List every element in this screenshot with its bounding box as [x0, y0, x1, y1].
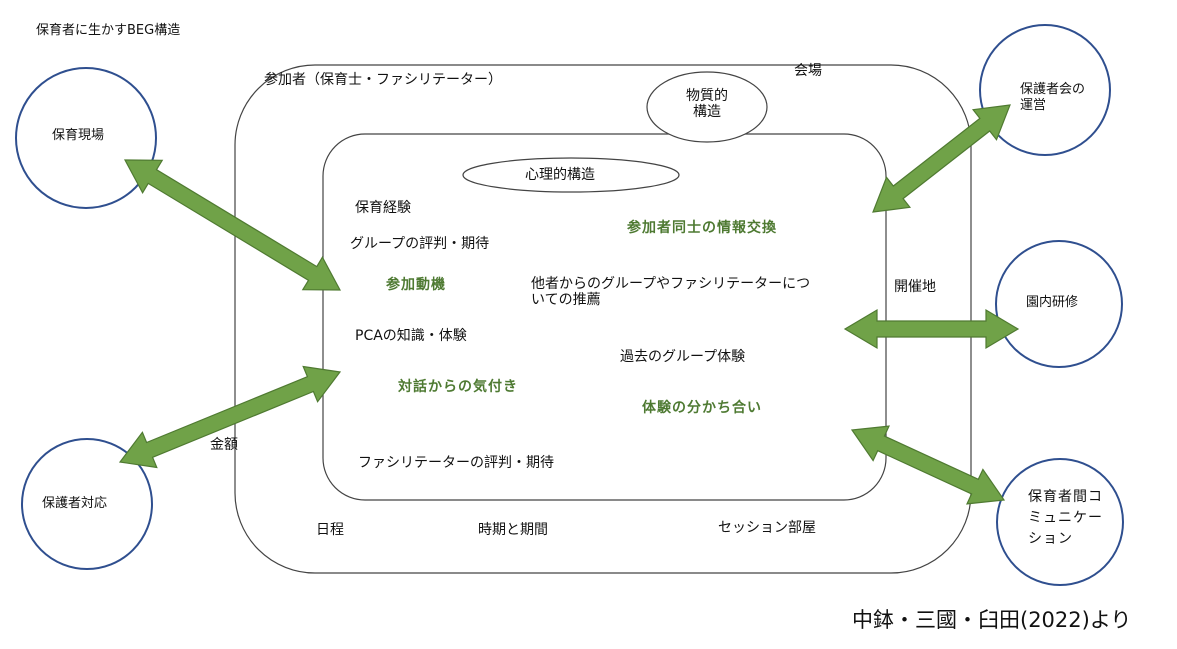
period-label: 時期と期間: [478, 522, 548, 538]
pca-knowledge-label: PCAの知識・体験: [355, 328, 467, 344]
outer-structure-box: [234, 64, 972, 574]
parent-support-circle-label: 保護者対応: [42, 496, 108, 511]
recommendation-label: 他者からのグループやファシリテーターについての推薦: [531, 276, 811, 308]
childcare-experience-label: 保育経験: [355, 200, 411, 216]
session-room-label: セッション部屋: [718, 520, 816, 536]
staff-communication-circle-label: 保育者間コ ミュニケー ション: [1028, 489, 1103, 547]
parent-association-circle-label: 保護者会の 運営: [1020, 82, 1086, 113]
psychological-structure-label: 心理的構造: [525, 167, 595, 183]
childcare-site-circle-label: 保育現場: [52, 128, 105, 143]
fee-label: 金額: [210, 437, 238, 453]
participants-label: 参加者（保育士・ファシリテーター）: [264, 72, 502, 88]
motivation-label: 参加動機: [386, 277, 446, 293]
psychological-structure-ellipse: [462, 157, 680, 193]
arrow-in-house-training: [843, 308, 1020, 350]
material-structure-ellipse: [646, 71, 768, 143]
arrow-parent-support: [118, 365, 342, 469]
arrow-staff-communication: [850, 425, 1006, 505]
arrow-parent-association: [872, 104, 1011, 213]
in-house-training-circle-label: 園内研修: [1026, 295, 1079, 310]
parent-association-circle: [979, 24, 1111, 156]
group-reputation-label: グループの評判・期待: [350, 236, 490, 252]
childcare-site-circle: [15, 67, 157, 209]
past-group-experience-label: 過去のグループ体験: [620, 349, 746, 365]
info-exchange-label: 参加者同士の情報交換: [627, 220, 777, 236]
staff-communication-circle: [996, 458, 1124, 586]
inner-structure-box: [322, 133, 887, 501]
citation: 中鉢・三國・臼田(2022)より: [852, 608, 1132, 632]
in-house-training-circle: [995, 240, 1123, 368]
dialogue-awareness-label: 対話からの気付き: [398, 379, 518, 395]
material-structure-label: 物質的 構造: [686, 88, 728, 120]
facilitator-reputation-label: ファシリテーターの評判・期待: [358, 455, 554, 471]
schedule-label: 日程: [316, 522, 344, 538]
arrow-childcare-site: [123, 159, 342, 291]
parent-support-circle: [21, 438, 153, 570]
diagram-title: 保育者に生かすBEG構造: [36, 23, 181, 38]
venue-label: 会場: [794, 63, 822, 79]
location-label: 開催地: [894, 279, 936, 295]
sharing-experience-label: 体験の分かち合い: [642, 400, 762, 416]
